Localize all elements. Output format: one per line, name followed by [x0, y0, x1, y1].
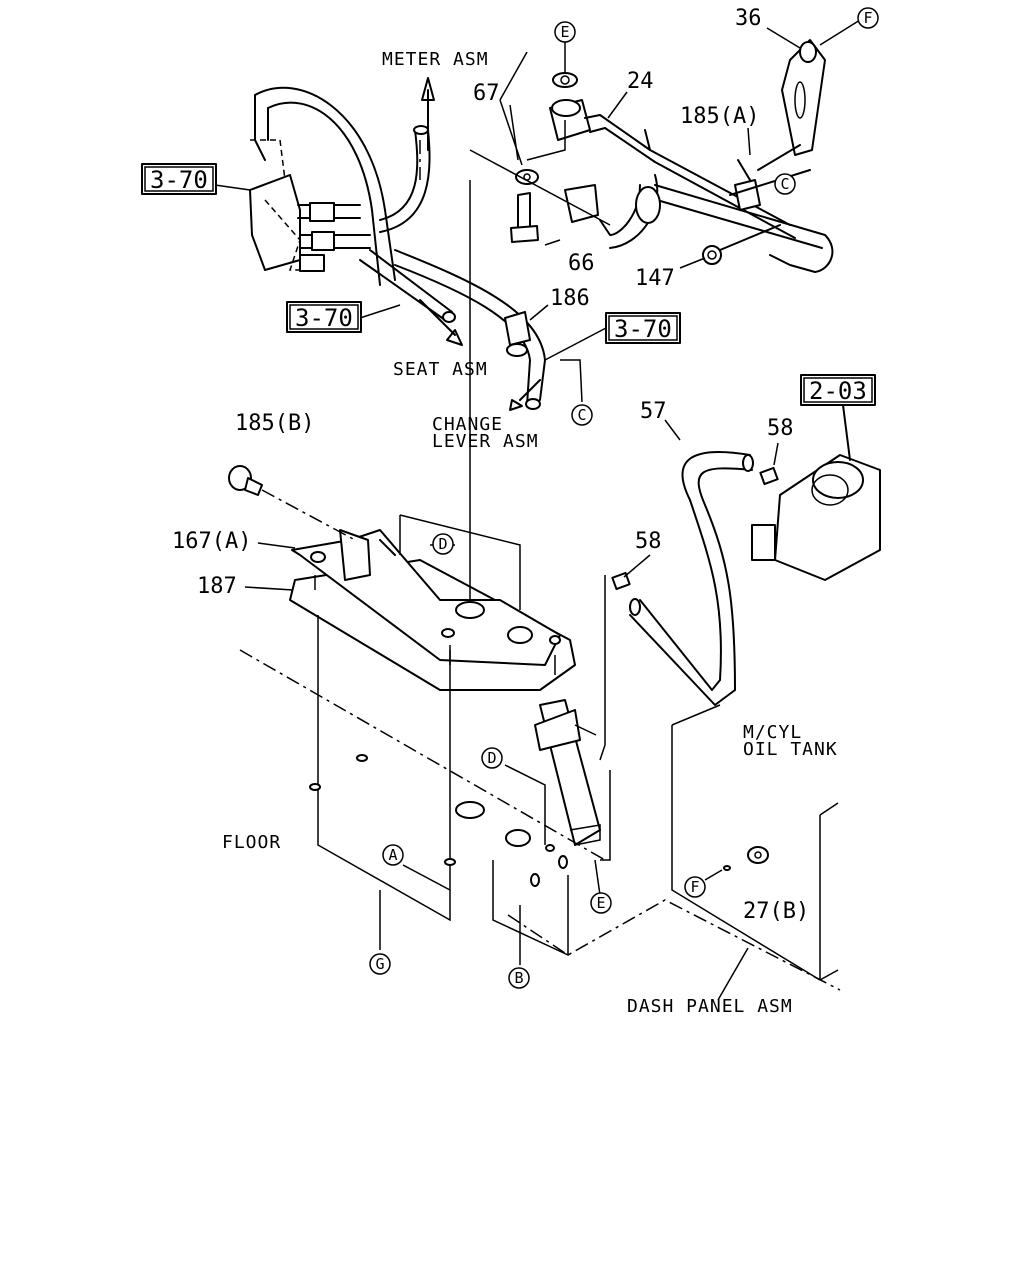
callout-G: G [375, 955, 384, 973]
ref-box-3-70-left: 3-70 [150, 166, 208, 194]
caption-mcyl-line1: M/CYL [743, 722, 802, 743]
captions: METER ASM SEAT ASM CHANGE LEVER ASM M/CY… [222, 49, 838, 1017]
caption-floor: FLOOR [222, 832, 281, 853]
part-number-58-lower: 58 [635, 529, 662, 554]
ref-box-2-03: 2-03 [809, 377, 867, 405]
caption-dash-panel-asm: DASH PANEL ASM [627, 996, 793, 1017]
seat-asm-arrow [419, 299, 463, 346]
part-number-185b: 185(B) [235, 411, 314, 436]
part-number-147: 147 [635, 266, 675, 291]
caption-meter-asm: METER ASM [382, 49, 489, 70]
callout-E-top: E [560, 23, 569, 41]
callouts: E F C C D D A G B E F [369, 7, 879, 989]
reference-boxes: 3-70 3-70 3-70 2-03 [141, 163, 876, 406]
callout-D-plate: D [438, 535, 447, 553]
ref-box-3-70-middle: 3-70 [295, 304, 353, 332]
callout-F-bottom: F [690, 878, 699, 896]
part-number-185a: 185(A) [680, 104, 759, 129]
callout-E-bottom: E [596, 894, 605, 912]
caption-change-lever-line1: CHANGE [432, 414, 503, 435]
plate-assembly [228, 465, 601, 846]
pipe-24 [549, 72, 834, 273]
part-number-67: 67 [473, 81, 500, 106]
caption-change-lever-line2: LEVER ASM [432, 431, 539, 452]
leader-lines [214, 27, 801, 891]
bolt-66 [499, 51, 566, 243]
part-number-27b: 27(B) [743, 899, 809, 924]
part-number-24: 24 [627, 69, 654, 94]
oil-tank [751, 404, 881, 581]
part-number-58-upper: 58 [767, 416, 794, 441]
clamp-186 [504, 311, 531, 357]
part-number-66: 66 [568, 251, 595, 276]
part-numbers: 36 67 24 185(A) 66 147 186 57 58 58 185(… [172, 6, 809, 924]
callout-C-lever: C [577, 406, 586, 424]
callout-D-floor: D [487, 749, 496, 767]
part-number-57: 57 [640, 399, 667, 424]
callout-B: B [514, 969, 523, 987]
floor-and-dash-panel [239, 149, 841, 1001]
caption-mcyl-line2: OIL TANK [743, 739, 838, 760]
caption-seat-asm: SEAT ASM [393, 359, 488, 380]
callout-A: A [388, 846, 397, 864]
callout-F-top: F [863, 9, 872, 27]
part-number-187: 187 [197, 574, 237, 599]
callout-C-pipe: C [780, 175, 789, 193]
hose-57 [611, 451, 779, 706]
part-number-186: 186 [550, 286, 590, 311]
bracket-36 [757, 19, 861, 171]
change-lever-arrow [509, 379, 541, 411]
part-number-167a: 167(A) [172, 529, 251, 554]
ref-box-3-70-right: 3-70 [614, 315, 672, 343]
upper-left-pipe-bundle [249, 86, 546, 410]
part-number-36: 36 [735, 6, 762, 31]
